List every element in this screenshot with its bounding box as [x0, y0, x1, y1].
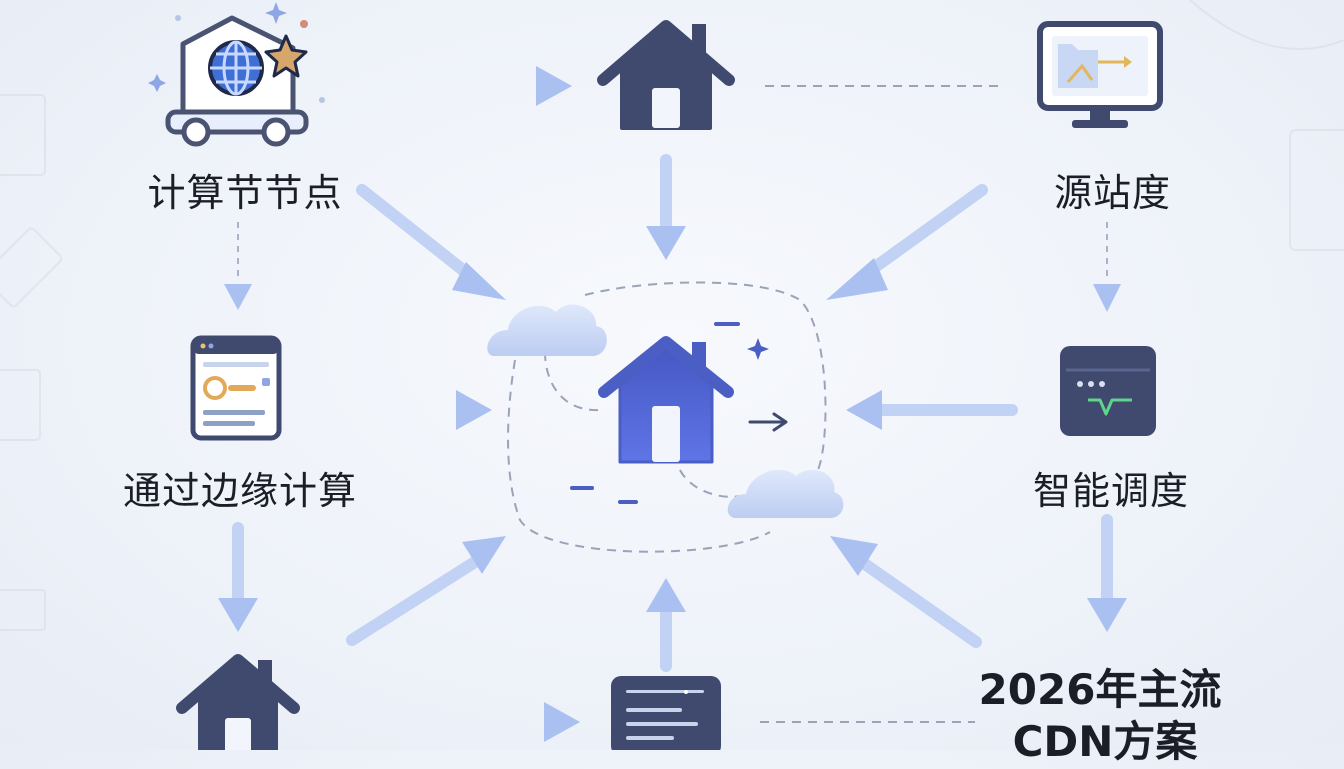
title-line-1: 2026年主流: [978, 665, 1222, 714]
smart-scheduling-label: 智能调度: [1032, 469, 1189, 513]
terminal-icon: [611, 676, 721, 750]
origin-site-label: 源站度: [1053, 171, 1171, 215]
dashed-inner-right: [679, 469, 741, 498]
arrow-left-col-down-2: [218, 522, 258, 632]
storage-box-icon: [1060, 346, 1156, 436]
cdn-diagram-canvas: [0, 0, 1344, 750]
server-cart-globe-icon: [148, 2, 325, 147]
dashed-connectors: [507, 85, 1000, 723]
arrow-bottom-right-to-center: [830, 536, 982, 648]
house-icon-bottom: [176, 654, 300, 750]
compute-node-label: 计算节节点: [147, 171, 343, 215]
monitor-icon: [1037, 21, 1163, 128]
flow-arrows: [218, 66, 1127, 742]
edge-computing-label: 通过边缘计算: [122, 469, 357, 513]
title-line-2: CDN方案: [1012, 717, 1198, 766]
arrow-compute-to-center: [356, 184, 506, 300]
arrow-terminal-to-center: [646, 578, 686, 672]
arrow-compute-to-top-house: [364, 66, 572, 106]
arrow-top-house-to-center: [646, 154, 686, 260]
center-decorations: [570, 322, 788, 504]
arrow-right-col-down-1: [1093, 222, 1121, 312]
arrow-left-col-down-1: [224, 222, 252, 310]
cloud-icon-right: [727, 469, 844, 518]
arrow-origin-to-center: [826, 184, 988, 300]
browser-window-icon: [190, 335, 282, 441]
background-decorations: [0, 0, 1344, 631]
house-icon-top: [597, 20, 735, 130]
dashed-inner-left: [544, 351, 601, 412]
arrow-smart-to-center: [846, 390, 1018, 430]
arrow-bottom-house-to-terminal: [372, 702, 580, 742]
arrow-edge-to-center: [326, 390, 492, 430]
cloud-icon-left: [487, 304, 607, 356]
arrow-right-col-down-2: [1087, 514, 1127, 632]
arrow-bottom-left-to-center: [346, 536, 506, 646]
house-icon-center: [598, 336, 734, 464]
dashed-ring-top: [584, 281, 827, 471]
dashed-ring-bottom: [507, 359, 771, 553]
